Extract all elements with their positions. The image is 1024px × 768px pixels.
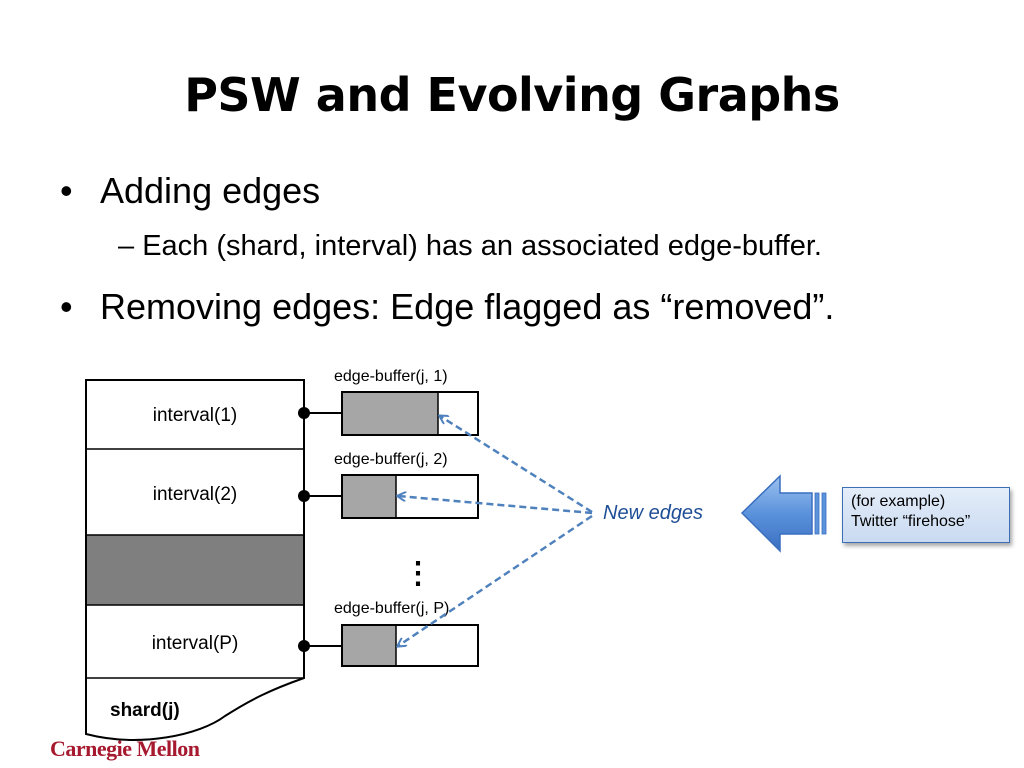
slide-title: PSW and Evolving Graphs: [184, 68, 840, 122]
shard-label: shard(j): [110, 700, 180, 721]
interval-label-2: interval(2): [153, 484, 237, 505]
connector-dot-1: [298, 407, 310, 419]
interval-label-1: interval(1): [153, 405, 237, 426]
edge-buffer-2-fill: [343, 476, 396, 517]
sub-bullet-text: Each (shard, interval) has an associated…: [142, 230, 822, 262]
shard-dark-block: [87, 535, 303, 605]
bullet-adding-edges: • Adding edges: [60, 170, 320, 212]
firehose-note: (for example) Twitter “firehose”: [842, 487, 1010, 543]
dashed-arrow-p: [398, 514, 593, 646]
bullet-text: Removing edges: Edge flagged as “removed…: [100, 286, 835, 327]
interval-label-p: interval(P): [152, 633, 239, 654]
connector-dot-p: [298, 640, 310, 652]
edge-buffer-p-fill: [343, 626, 396, 665]
connector-dot-2: [298, 490, 310, 502]
buffer-label-1: edge-buffer(j, 1): [334, 368, 448, 385]
carnegie-mellon-logo: Carnegie Mellon: [50, 736, 200, 761]
bullet-text: Adding edges: [100, 170, 321, 211]
bullet-marker: •: [60, 170, 73, 211]
incoming-arrow-icon: [740, 474, 827, 553]
sub-bullet-marker: –: [118, 230, 135, 262]
new-edges-label: New edges: [603, 502, 704, 524]
edge-buffer-1-fill: [343, 393, 438, 434]
note-line-2: Twitter “firehose”: [851, 513, 971, 530]
bullet-removing-edges: • Removing edges: Edge flagged as “remove…: [60, 286, 834, 328]
ellipsis: ⋮: [403, 557, 433, 590]
sub-bullet-edge-buffer: – Each (shard, interval) has an associat…: [118, 230, 822, 263]
note-line-1: (for example): [851, 493, 946, 510]
buffer-label-p: edge-buffer(j, P): [334, 600, 449, 617]
buffer-label-2: edge-buffer(j, 2): [334, 451, 448, 468]
dashed-arrow-1: [440, 416, 593, 514]
bullet-marker: •: [60, 286, 73, 327]
